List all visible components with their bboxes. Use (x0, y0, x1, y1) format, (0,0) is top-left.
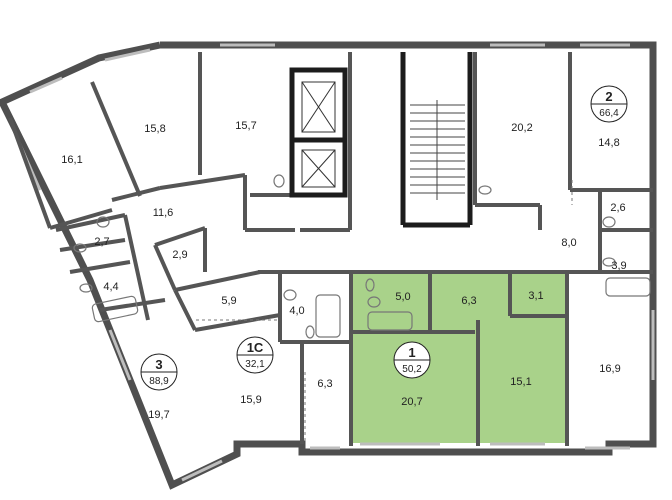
zone-boundaries (196, 180, 573, 444)
wall-q (173, 289, 197, 331)
sink-4 (602, 216, 616, 228)
room-area-4-0: 4,0 (289, 305, 304, 317)
room-area-15-9: 15,9 (240, 394, 261, 406)
stair-core (289, 52, 473, 228)
wall-d (49, 208, 113, 230)
bathtub-apt3 (91, 295, 139, 323)
room-area-6-3-b: 6,3 (317, 378, 332, 390)
fixtures (73, 174, 651, 339)
room-area-20-7: 20,7 (401, 396, 422, 408)
room-area-6-3-a: 6,3 (461, 295, 476, 307)
toilet-2 (73, 243, 87, 253)
apartment-number: 3 (155, 357, 162, 372)
room-area-19-7: 19,7 (148, 409, 169, 421)
window-12 (108, 329, 132, 381)
toilet-4 (602, 257, 616, 267)
toilet-1 (305, 325, 315, 339)
apartment-area: 66,4 (599, 108, 619, 119)
toilet-5 (365, 278, 375, 292)
wall-o (174, 270, 261, 292)
toilet-3 (79, 283, 93, 293)
elevators (301, 81, 336, 188)
staircase (410, 100, 465, 200)
room-area-16-9: 16,9 (599, 363, 620, 375)
window-1 (29, 76, 63, 94)
wall-a (8, 117, 52, 229)
wall-m (154, 226, 206, 247)
wall-r (194, 313, 281, 332)
apartment-1-highlight[interactable] (351, 272, 567, 443)
room-area-3-1: 3,1 (528, 290, 543, 302)
apartment-number: 2 (605, 89, 612, 104)
room-area-3-9: 3,9 (611, 260, 626, 272)
room-area-11-6: 11,6 (153, 207, 174, 219)
apartment-1-fill (351, 272, 567, 443)
elevator-2 (301, 149, 336, 188)
room-area-4-4: 4,4 (103, 281, 118, 293)
sink-5 (273, 174, 285, 188)
room-area-15-1: 15,1 (510, 376, 531, 388)
bathtub-apt1 (367, 311, 413, 331)
wall-j (69, 260, 131, 274)
apartment-badge-1c[interactable]: 1С 32,1 (236, 336, 274, 374)
apartment-badge-2[interactable]: 2 66,4 (590, 85, 628, 123)
room-area-2-7: 2,7 (94, 236, 109, 248)
toilet-6 (478, 185, 492, 195)
apartment-area: 88,9 (149, 376, 169, 387)
elevator-1 (301, 81, 336, 133)
room-labels: 16,1 15,8 15,7 20,2 14,8 11,6 2,7 2,9 4,… (61, 120, 626, 421)
room-area-5-9: 5,9 (221, 295, 236, 307)
bathtub-apt2 (605, 277, 651, 297)
sink-1 (283, 289, 297, 301)
room-area-5-0: 5,0 (395, 291, 410, 303)
room-area-2-6: 2,6 (610, 202, 625, 214)
wall-f (159, 173, 246, 190)
room-area-8-0: 8,0 (561, 237, 576, 249)
apartment-area: 50,2 (402, 364, 422, 375)
room-area-2-9: 2,9 (172, 249, 187, 261)
elevator-shaft (289, 67, 348, 198)
room-area-16-1: 16,1 (61, 154, 82, 166)
window-2 (104, 48, 151, 62)
sink-3 (96, 216, 110, 228)
wall-l (153, 244, 177, 291)
wall-h (55, 213, 126, 232)
room-area-15-7: 15,7 (235, 120, 256, 132)
wall-e (111, 186, 161, 202)
apartment-badge-1[interactable]: 1 50,2 (393, 341, 431, 379)
wall-p (99, 298, 166, 312)
sink-2 (367, 296, 381, 308)
room-area-20-2: 20,2 (511, 122, 532, 134)
apartment-area: 32,1 (245, 359, 265, 370)
wall-i (59, 238, 126, 252)
apartment-badge-3[interactable]: 3 88,9 (140, 353, 178, 391)
apartment-number: 1С (247, 340, 264, 355)
room-area-14-8: 14,8 (598, 137, 619, 149)
apartment-number: 1 (408, 345, 415, 360)
room-area-15-8: 15,8 (144, 123, 165, 135)
window-11 (181, 459, 223, 482)
interior-walls (8, 52, 653, 446)
bathtub-1c (315, 294, 341, 338)
wall-b (90, 81, 142, 197)
